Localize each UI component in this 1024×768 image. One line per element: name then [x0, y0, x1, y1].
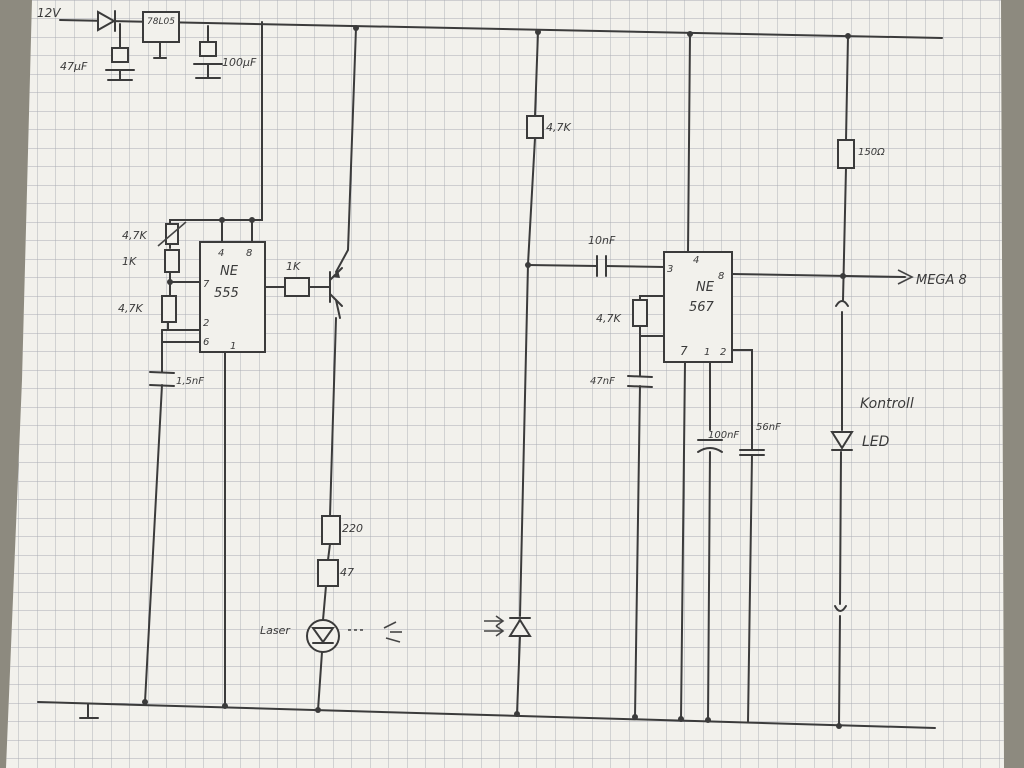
junction — [632, 714, 638, 720]
connector-mega8 — [834, 300, 849, 612]
resistor-1k-base — [284, 277, 310, 297]
ne555-pin2: 2 — [203, 318, 209, 329]
ne555-pin4: 4 — [218, 248, 224, 259]
junction — [249, 217, 255, 223]
ne567-pin1: 1 — [704, 347, 710, 358]
ne555-pin1: 1 — [230, 341, 236, 352]
junction — [845, 33, 851, 39]
ne567-chip — [663, 251, 733, 363]
cap-47nf-label: 47nF — [590, 376, 615, 387]
r47k-pullup-label: 4,7K — [546, 121, 571, 134]
capacitor-100nf — [697, 439, 723, 453]
photodiode — [484, 615, 532, 637]
junction — [514, 711, 520, 717]
r1k-a-label: 1K — [122, 255, 137, 268]
graph-paper-grid — [6, 0, 1004, 768]
regulator-label: 78L05 — [147, 17, 175, 27]
capacitor-10nf — [596, 255, 607, 277]
resistor-4k7-567 — [632, 299, 648, 327]
ne567-pin4: 4 — [693, 255, 699, 266]
junction — [353, 25, 359, 31]
r150-label: 150Ω — [858, 147, 885, 158]
r1k-base-label: 1K — [286, 260, 301, 273]
resistor-4k7-pullup — [526, 115, 544, 139]
resistor-47 — [317, 559, 339, 587]
ne555-pin6: 6 — [203, 337, 209, 348]
transistor-pnp — [329, 267, 343, 307]
resistor-4k7-timing — [161, 295, 177, 323]
potentiometer-4k7 — [157, 221, 187, 247]
wires-driver — [264, 27, 357, 711]
junction — [678, 716, 684, 722]
r47k-timing-label: 4,7K — [118, 302, 143, 315]
ne555-line1: NE — [220, 264, 239, 279]
ne555-chip — [199, 241, 266, 353]
supply-voltage-label: 12V — [37, 6, 61, 20]
ne555-line2: 555 — [214, 286, 239, 301]
junction — [840, 273, 846, 279]
ne555-pin8: 8 — [246, 248, 252, 259]
resistor-150-ohm — [837, 139, 855, 169]
laser-label: Laser — [260, 624, 291, 637]
junction — [315, 707, 321, 713]
control-led — [830, 431, 854, 451]
ne567-pin3: 3 — [667, 264, 673, 275]
junction — [836, 723, 842, 729]
junction — [525, 262, 531, 268]
resistor-220 — [321, 515, 341, 545]
ground-rail — [37, 701, 936, 729]
ne567-pin2: 2 — [720, 347, 726, 358]
resistor-1k-a — [164, 249, 180, 273]
capacitor-47uf — [105, 23, 135, 81]
regulator-78l05 — [142, 11, 180, 59]
ne555-pin7: 7 — [203, 279, 210, 290]
junction — [222, 703, 228, 709]
capacitor-1-5nf — [149, 371, 175, 387]
junction — [687, 31, 693, 37]
capacitor-100uf — [193, 25, 223, 79]
cap-100uf-label: 100µF — [222, 56, 257, 69]
junction — [535, 29, 541, 35]
ne567-pin8: 8 — [718, 271, 724, 282]
led-label: LED — [862, 434, 890, 450]
wires-567 — [516, 31, 914, 727]
wires-555 — [144, 21, 263, 707]
pot-label: 4,7K — [122, 229, 147, 242]
ne567-pin7: 7 — [680, 344, 688, 358]
diode-input — [97, 10, 117, 32]
r47k-567-label: 4,7K — [596, 312, 621, 325]
capacitor-47nf — [627, 375, 653, 388]
cap-10nf-label: 10nF — [588, 234, 616, 247]
cap-timing-label: 1,5nF — [176, 376, 204, 387]
junction — [142, 699, 148, 705]
junction — [705, 717, 711, 723]
junction — [219, 217, 225, 223]
cap-47uf-label: 47µF — [60, 60, 88, 73]
capacitor-56nf — [739, 449, 765, 456]
laser-diode — [306, 619, 402, 653]
cap-56nf-label: 56nF — [756, 422, 781, 433]
output-label: MEGA 8 — [916, 273, 967, 288]
ne567-line1: NE — [696, 280, 715, 295]
cap-100nf-label: 100nF — [708, 430, 739, 441]
supply-rail — [59, 19, 943, 39]
r47-label: 47 — [340, 566, 354, 579]
kontroll-label: Kontroll — [860, 396, 914, 412]
ne567-line2: 567 — [689, 300, 715, 315]
r220-label: 220 — [342, 522, 363, 535]
junction — [167, 279, 173, 285]
